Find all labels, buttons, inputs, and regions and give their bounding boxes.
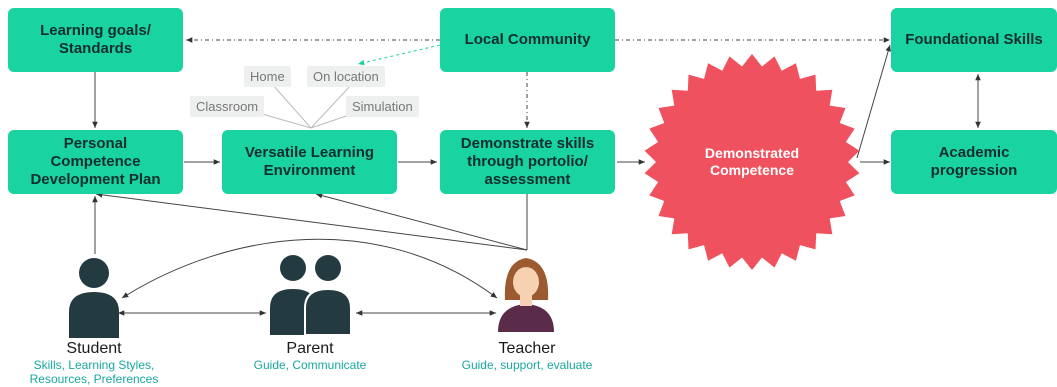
student-name: Student: [66, 340, 122, 357]
foundational-skills-box: Foundational Skills: [891, 8, 1057, 72]
arrow-competence-to-foundational: [856, 44, 891, 159]
teacher-icon: [498, 258, 554, 332]
demonstrated-competence-burst: [644, 54, 860, 270]
teacher-name: Teacher: [498, 340, 556, 357]
student-icon: [69, 258, 119, 338]
env-classroom-tag: Classroom: [190, 96, 265, 117]
versatile-environment-box: Versatile Learning Environment: [222, 130, 397, 194]
env-simulation-tag: Simulation: [346, 96, 419, 117]
pcdp-box: Personal Competence Development Plan: [8, 130, 183, 194]
teacher-description: Guide, support, evaluate: [461, 358, 593, 372]
parent-name: Parent: [286, 340, 334, 357]
environment-spokes: [261, 83, 353, 129]
env-home-tag: Home: [244, 66, 291, 87]
arrow-teacher-to-env: [315, 192, 528, 251]
parent-description: Guide, Communicate: [253, 358, 367, 372]
parent-icon: [270, 255, 352, 336]
student-description: Skills, Learning Styles, Resources, Pref…: [29, 358, 159, 386]
academic-progression-box: Academic progression: [891, 130, 1057, 194]
arrow-teacher-to-pcdp: [95, 192, 528, 251]
learning-goals-box: Learning goals/ Standards: [8, 8, 183, 72]
arrow-student-teacher-curve: [121, 238, 498, 299]
local-community-box: Local Community: [440, 8, 615, 72]
arrow-community-to-location: [357, 44, 441, 66]
env-on-location-tag: On location: [307, 66, 385, 87]
demonstrated-competence-label: Demonstrated Competence: [704, 145, 800, 178]
demonstrate-skills-box: Demonstrate skills through portolio/ ass…: [440, 130, 615, 194]
